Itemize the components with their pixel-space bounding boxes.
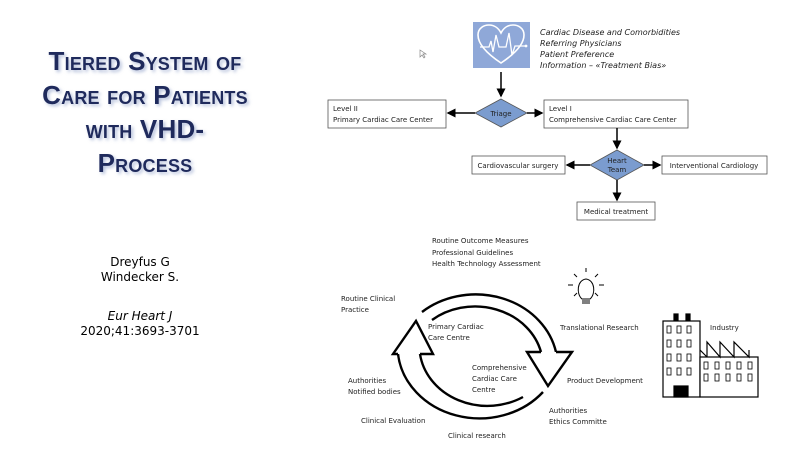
level-2-name: Primary Cardiac Care Center <box>333 116 433 124</box>
comprehensive-centre-label: Comprehensive <box>472 364 527 372</box>
heart-team-label: Team <box>607 166 627 174</box>
citation-block: Eur Heart J 2020;41:3693-3701 <box>40 309 240 339</box>
window <box>666 367 672 376</box>
slide-title: Tiered System of Care for Patients with … <box>20 44 270 180</box>
comprehensive-centre-label: Centre <box>472 386 495 394</box>
window <box>714 373 720 382</box>
author-2: Windecker S. <box>100 270 180 284</box>
triage-decision: Triage <box>474 98 528 128</box>
svg-text:Interventional Cardiology: Interventional Cardiology <box>670 162 759 170</box>
window <box>676 339 682 348</box>
authorities-ethics-label: Authorities <box>549 407 588 415</box>
window <box>686 367 692 376</box>
level-1-name: Comprehensive Cardiac Care Center <box>549 116 677 124</box>
svg-text:Cardiovascular surgery: Cardiovascular surgery <box>478 162 559 170</box>
triage-label: Triage <box>489 110 511 118</box>
window <box>676 367 682 376</box>
window <box>714 361 720 370</box>
comprehensive-centre-label: Cardiac Care <box>472 375 517 383</box>
routine-practice-label: Practice <box>341 306 369 314</box>
authorities-notified-label: Notified bodies <box>348 388 401 396</box>
authorities-notified-label: Authorities <box>348 377 387 385</box>
window <box>736 373 742 382</box>
cycle-label: Health Technology Assessment <box>432 260 541 268</box>
level-2-label: Level II <box>333 105 358 113</box>
window <box>736 361 742 370</box>
heart-ecg-icon <box>473 22 530 68</box>
window <box>666 339 672 348</box>
level-1-box: Level I Comprehensive Cardiac Care Cente… <box>543 99 689 129</box>
window <box>666 353 672 362</box>
input-factor: Referring Physicians <box>540 39 622 48</box>
heart-team-label: Heart <box>607 157 627 165</box>
window <box>686 339 692 348</box>
level-2-box: Level II Primary Cardiac Care Center <box>327 99 447 129</box>
primary-centre-label: Care Centre <box>428 334 470 342</box>
cycle-arrows <box>390 293 575 420</box>
window <box>676 325 682 334</box>
clinical-evaluation-label: Clinical Evaluation <box>361 417 425 425</box>
window <box>725 373 731 382</box>
title-line-4: Process <box>97 148 193 178</box>
heart-team-decision: Heart Team <box>589 149 645 181</box>
level-1-label: Level I <box>549 105 572 113</box>
journal-name: Eur Heart J <box>107 309 173 323</box>
top-labels: Routine Outcome Measures Professional Gu… <box>432 237 541 268</box>
input-factor: Patient Preference <box>540 50 614 59</box>
window <box>747 361 753 370</box>
lightbulb-icon <box>568 268 604 304</box>
window <box>725 361 731 370</box>
outcome-medical: Medical treatment <box>576 201 656 221</box>
authorities-ethics-label: Ethics Committe <box>549 418 607 426</box>
mouse-cursor-icon <box>419 49 428 59</box>
window <box>703 373 709 382</box>
input-factors: Cardiac Disease and Comorbidities Referr… <box>540 28 680 70</box>
outcome-interventional: Interventional Cardiology <box>661 155 768 175</box>
cycle-label: Professional Guidelines <box>432 249 513 257</box>
input-factor: Cardiac Disease and Comorbidities <box>540 28 680 37</box>
title-line-2: Care for Patients <box>42 80 248 110</box>
title-line-3: with VHD- <box>85 114 205 144</box>
title-line-1: Tiered System of <box>48 46 242 76</box>
citation: 2020;41:3693-3701 <box>80 324 200 338</box>
window <box>676 353 682 362</box>
cycle-label: Routine Outcome Measures <box>432 237 529 245</box>
outcome-cv-surgery: Cardiovascular surgery <box>471 155 566 175</box>
input-factor: Information – «Treatment Bias» <box>540 61 666 70</box>
translational-label: Translational Research <box>559 324 639 332</box>
primary-centre-label: Primary Cardiac <box>428 323 484 331</box>
industry-label: Industry <box>710 324 739 332</box>
author-1: Dreyfus G <box>110 255 170 269</box>
window <box>703 361 709 370</box>
window <box>686 325 692 334</box>
authors: Dreyfus G Windecker S. <box>40 255 240 285</box>
routine-practice-label: Routine Clinical <box>341 295 395 303</box>
factory-windows <box>666 325 753 382</box>
window <box>747 373 753 382</box>
window <box>666 325 672 334</box>
clinical-research-label: Clinical research <box>448 432 506 440</box>
product-label: Product Development <box>567 377 643 385</box>
window <box>686 353 692 362</box>
svg-text:Medical treatment: Medical treatment <box>584 208 648 216</box>
